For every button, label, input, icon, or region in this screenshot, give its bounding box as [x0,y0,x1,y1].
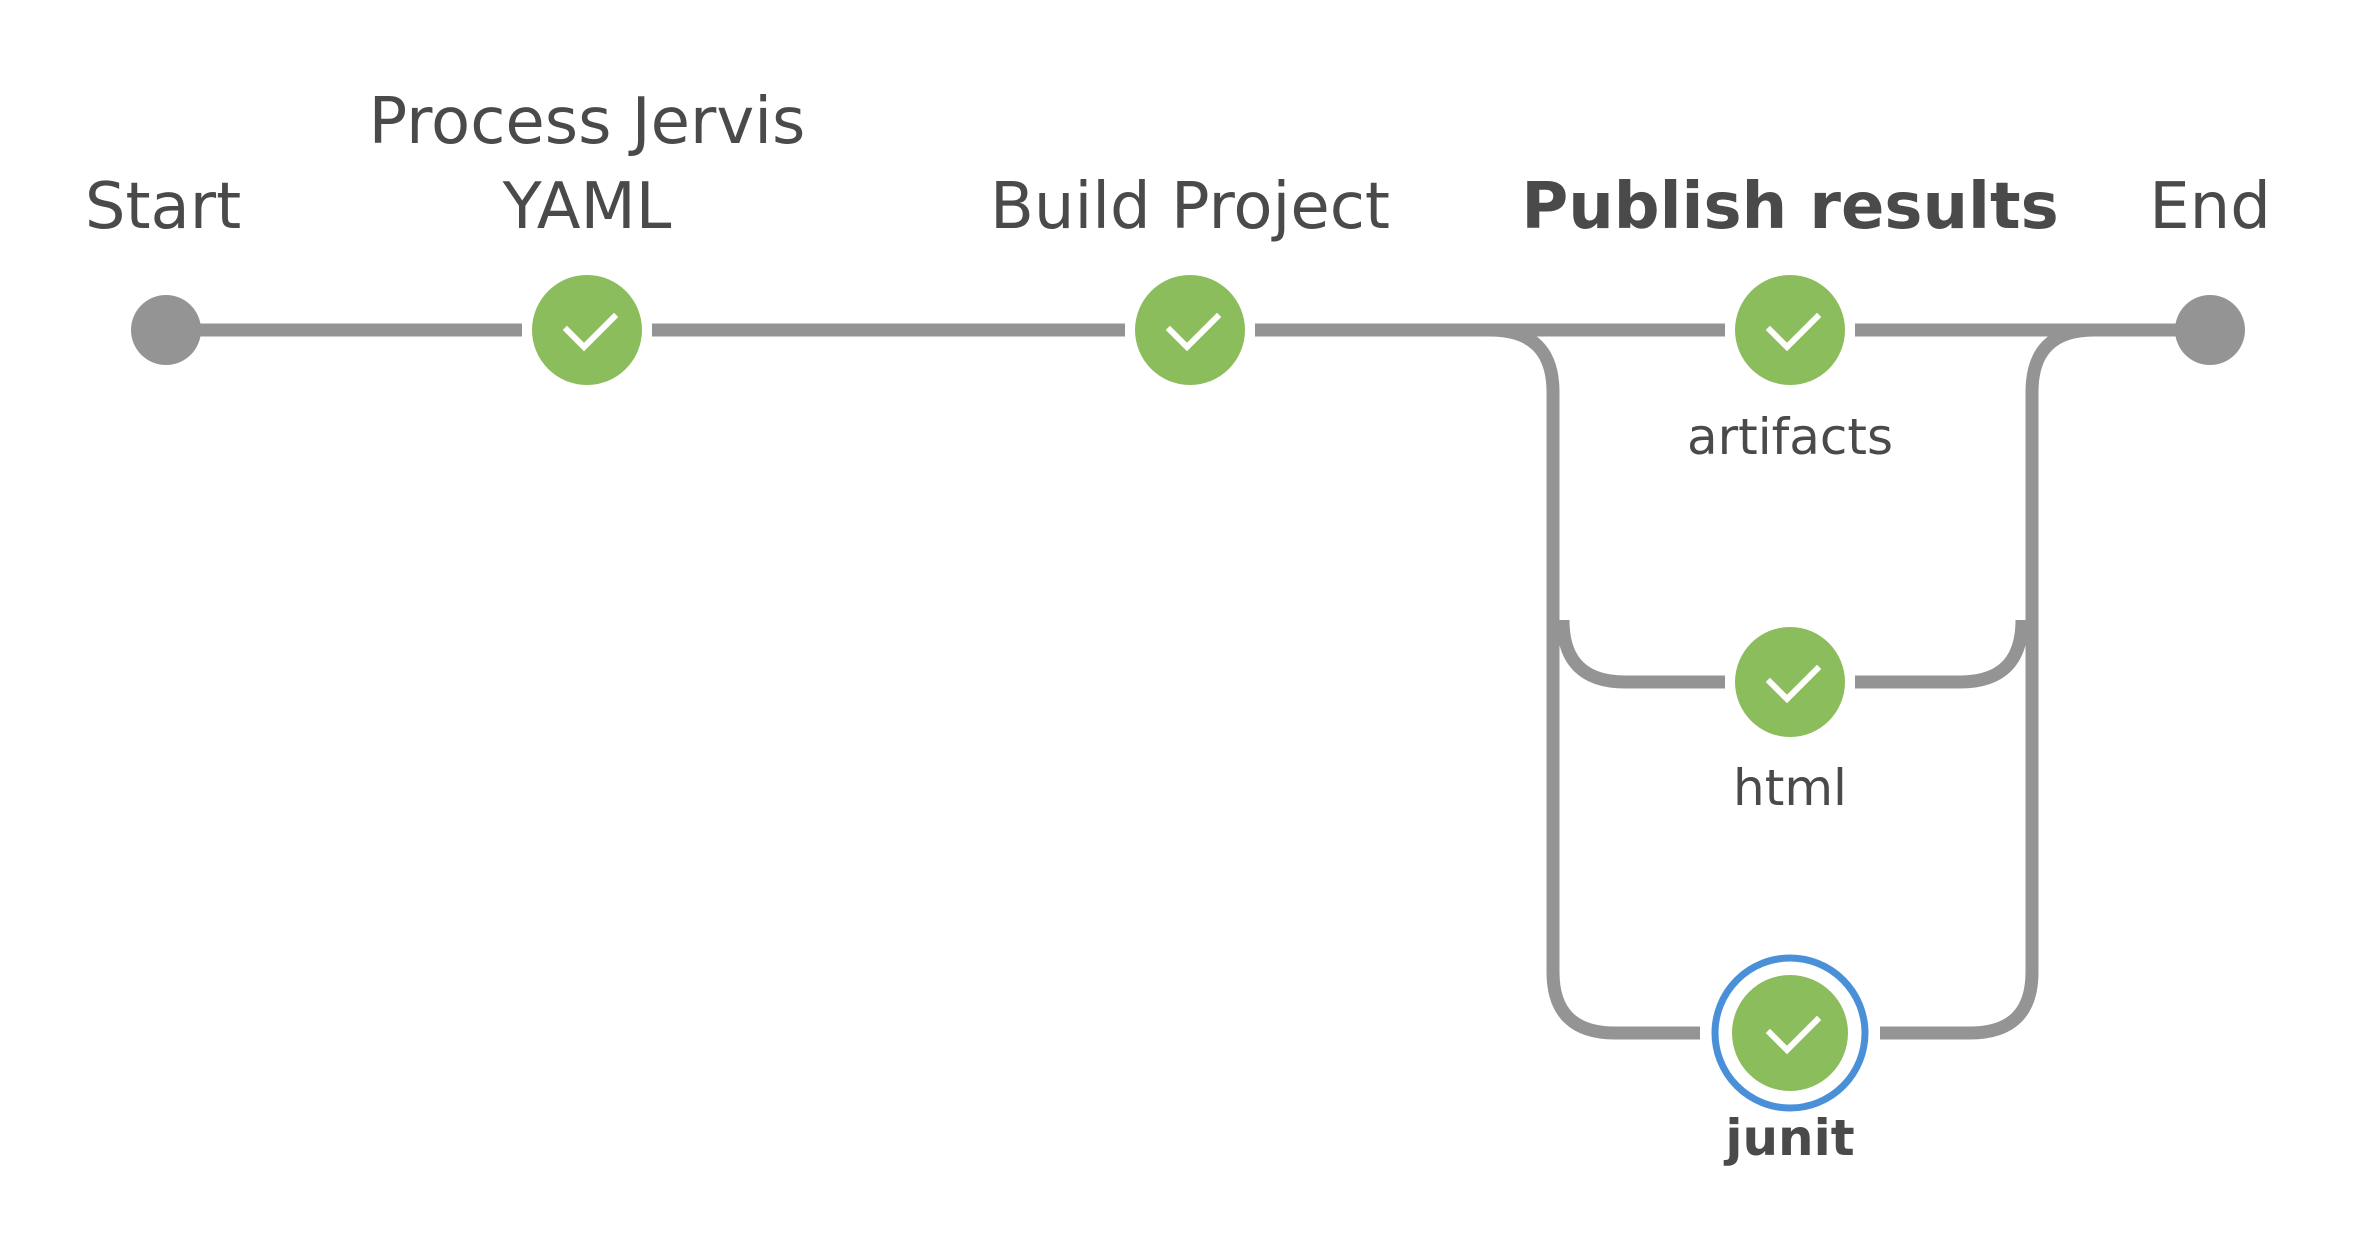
check-icon [562,312,619,352]
start-terminal: Start [85,170,241,365]
terminal-dot-icon [2175,295,2245,365]
branch-status-node[interactable] [1735,275,1845,385]
stage-build-project[interactable]: Build Project [990,170,1390,385]
check-icon [1165,312,1222,352]
check-icon [1765,1015,1822,1055]
stage-label: Build Project [990,170,1390,244]
edge-join-right-junit [1880,323,2120,1040]
branch-junit[interactable]: junit [1711,954,1869,1167]
check-icon [1765,664,1822,704]
terminal-dot-icon [131,295,201,365]
stage-status-node[interactable] [1135,275,1245,385]
branch-label: junit [1723,1109,1854,1167]
stage-label-line-1: Process Jervis [369,85,806,159]
stage-publish-results[interactable]: Publish results artifacts html junit [1521,170,2058,1167]
end-label: End [2149,170,2271,244]
branch-artifacts[interactable]: artifacts [1687,275,1893,466]
edge-fork-left-junit [1489,323,1700,1040]
stage-status-node[interactable] [532,275,642,385]
branch-status-node[interactable] [1735,627,1845,737]
pipeline-edges [166,323,2210,1040]
stage-label: Publish results [1521,170,2058,244]
stage-process-jervis-yaml[interactable]: Process Jervis YAML [369,85,806,385]
stage-label-line-2: YAML [502,170,672,244]
edge-fork-left-html [1556,619,1725,689]
branch-status-node[interactable] [1732,975,1848,1091]
branch-label: artifacts [1687,408,1893,466]
branch-label: html [1733,759,1847,817]
edge-join-right-html [1855,619,2029,689]
check-icon [1765,312,1822,352]
end-terminal: End [2149,170,2271,365]
branch-html[interactable]: html [1733,627,1847,817]
start-label: Start [85,170,241,244]
